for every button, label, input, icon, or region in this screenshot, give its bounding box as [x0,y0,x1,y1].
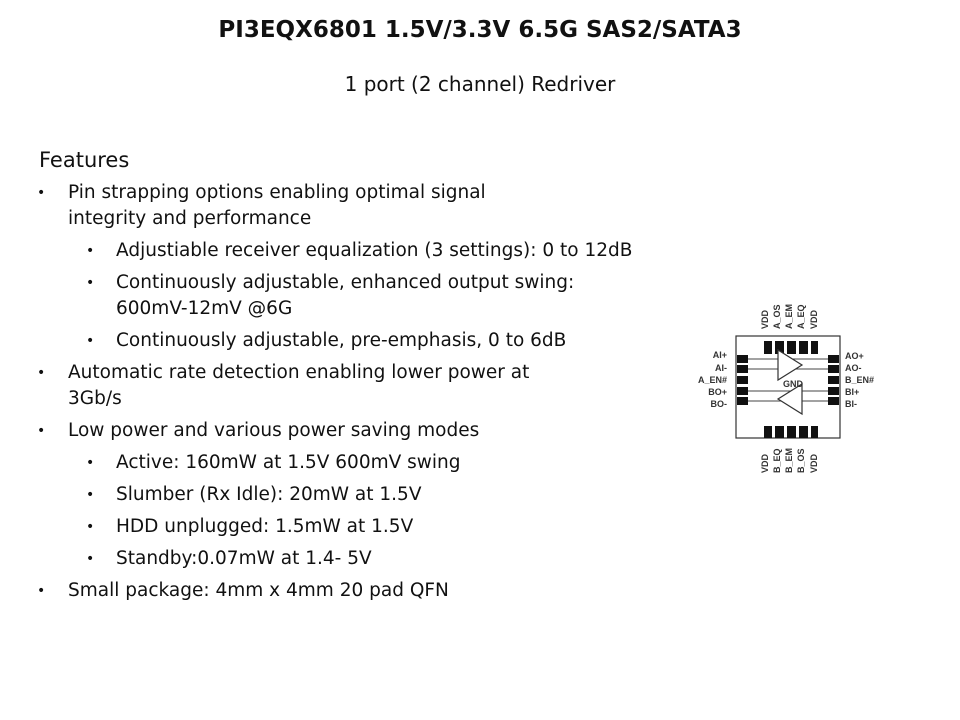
pin-label: VDD [760,453,770,473]
left-pin-labels: AI+ AI- A_EN# BO+ BO- [698,350,727,409]
pin-label: B_EQ [772,448,782,473]
list-item-text: Active: 160mW at 1.5V 600mV swing [116,452,461,473]
list-item: • Active: 160mW at 1.5V 600mV swing [0,450,636,476]
top-pin-labels: VDD A_OS A_EM A_EQ VDD [760,304,819,329]
pin-label: A_EQ [796,304,806,329]
bullet-icon: • [86,243,95,259]
pin-label: AI- [715,363,727,373]
top-pads [764,341,818,354]
list-item-text: Standby:0.07mW at 1.4- 5V [116,548,372,569]
pin-label: VDD [760,309,770,329]
list-item: • HDD unplugged: 1.5mW at 1.5V [0,514,636,540]
amplifier-b-icon [776,382,803,416]
pin-label: B_EN# [845,375,874,385]
list-item-text: Continuously adjustable, enhanced output… [116,272,575,319]
pin-label: BO+ [708,387,727,397]
list-item: • Adjustiable receiver equalization (3 s… [0,238,636,264]
amplifier-a-icon [777,348,804,382]
bullet-icon: • [86,333,95,349]
pin-label: A_EM [784,304,794,329]
pin-label: BO- [711,399,728,409]
bullet-icon: • [86,275,95,291]
pin-label: A_OS [772,304,782,329]
list-item-text: Low power and various power saving modes [68,420,480,441]
bullet-icon: • [86,487,95,503]
list-item-text: Slumber (Rx Idle): 20mW at 1.5V [116,484,422,505]
bullet-icon: • [86,551,95,567]
features-heading: Features [39,148,130,172]
left-pads [737,355,748,405]
bullet-icon: • [37,583,46,599]
gnd-label: GND [783,379,804,389]
pin-label: AO- [845,363,862,373]
right-pads [828,355,839,405]
pin-label: BI+ [845,387,859,397]
list-item: • Standby:0.07mW at 1.4- 5V [0,546,636,572]
pin-label: B_EM [784,448,794,473]
list-item-text: Small package: 4mm x 4mm 20 pad QFN [68,580,449,601]
pin-label: AO+ [845,351,864,361]
bullet-icon: • [37,365,46,381]
bottom-pin-labels: VDD B_EQ B_EM B_OS VDD [760,448,819,473]
list-item-text: Continuously adjustable, pre-emphasis, 0… [116,330,567,351]
list-item-text: Adjustiable receiver equalization (3 set… [116,240,633,261]
list-item: • Continuously adjustable, pre-emphasis,… [0,328,636,354]
bottom-pads [764,426,818,438]
bullet-icon: • [86,455,95,471]
feature-list: • Pin strapping options enabling optimal… [0,180,660,610]
bullet-icon: • [86,519,95,535]
pin-label: VDD [809,309,819,329]
bullet-icon: • [37,185,46,201]
slide-title: PI3EQX6801 1.5V/3.3V 6.5G SAS2/SATA3 [218,17,742,43]
list-item: • Low power and various power saving mod… [0,418,568,444]
slide-subtitle: 1 port (2 channel) Redriver [344,72,616,96]
chip-pinout-diagram: GND AI+ AI- A_EN# BO+ BO- AO+ AO- B_EN# … [680,295,880,480]
pin-label: BI- [845,399,857,409]
pin-label: VDD [809,453,819,473]
list-item-text: HDD unplugged: 1.5mW at 1.5V [116,516,414,537]
pin-label: A_EN# [698,375,727,385]
list-item: • Slumber (Rx Idle): 20mW at 1.5V [0,482,636,508]
pin-label: B_OS [796,448,806,473]
list-item: • Continuously adjustable, enhanced outp… [0,270,636,322]
list-item: • Small package: 4mm x 4mm 20 pad QFN [0,578,568,604]
list-item-text: Pin strapping options enabling optimal s… [68,182,486,229]
list-item: • Pin strapping options enabling optimal… [0,180,568,232]
right-pin-labels: AO+ AO- B_EN# BI+ BI- [845,351,874,409]
list-item-text: Automatic rate detection enabling lower … [68,362,530,409]
bullet-icon: • [37,423,46,439]
list-item: • Automatic rate detection enabling lowe… [0,360,568,412]
pin-label: AI+ [713,350,727,360]
